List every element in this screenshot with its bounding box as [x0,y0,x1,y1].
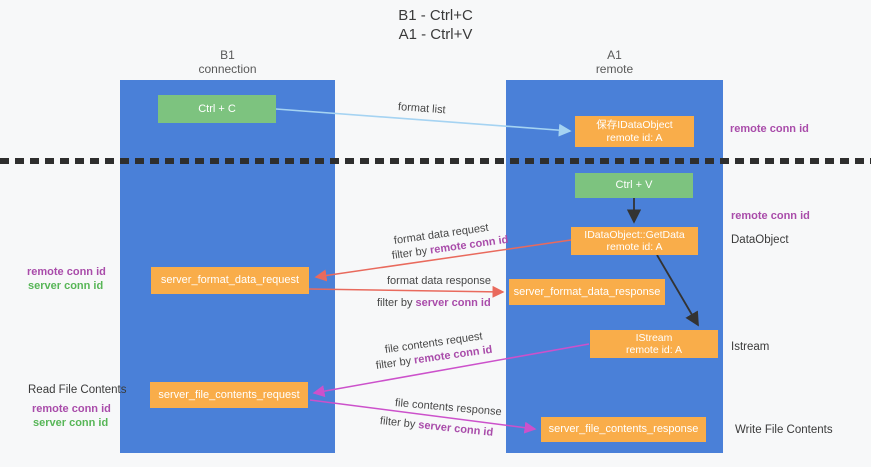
server-conn-id-label-left1: server conn id [28,280,104,292]
save-idataobject-line1: 保存IDataObject [596,119,673,131]
remote-conn-id-label-mid: remote conn id [731,210,810,222]
save-idataobject-line2: remote id: A [606,131,663,144]
remote-conn-id-label-top: remote conn id [730,123,809,135]
format-data-response-label: format data response [387,275,491,287]
server-format-data-request-label: server_format_data_request [160,274,300,286]
idataobject-getdata-box: IDataObject::GetData remote id: A [571,227,698,255]
remote-conn-id-label-left1: remote conn id [27,266,106,278]
server-file-contents-request-box: server_file_contents_request [150,382,308,408]
istream-box: IStream remote id: A [590,330,718,358]
diagram-title: B1 - Ctrl+C A1 - Ctrl+V [0,6,871,44]
column-b1-name: B1 [220,48,235,62]
filter-by-text: filter by [391,244,431,262]
write-file-contents-label: Write File Contents [735,424,833,436]
server-format-data-request-box: server_format_data_request [151,267,309,294]
read-file-contents-label: Read File Contents [28,384,127,396]
file-contents-response-label: file contents response [394,397,503,419]
filter-by-server-conn-id-label-2: filter by server conn id [379,415,493,439]
server-format-data-response-label: server_format_data_response [513,285,661,298]
istream-line2: remote id: A [625,344,683,356]
server-file-contents-request-label: server_file_contents_request [158,388,300,401]
dataobject-label: DataObject [731,234,789,246]
filter-by-text: filter by [377,297,416,309]
istream-line1: IStream [635,331,673,344]
ctrl-c-label: Ctrl + C [198,102,236,115]
arrow-format-data-response [308,285,505,298]
column-header-b1: B1 connection [120,48,335,76]
getdata-line1: IDataObject::GetData [584,228,685,241]
remote-conn-id-label-left2: remote conn id [32,403,111,415]
filter-by-text: filter by [375,354,415,372]
ctrl-v-box: Ctrl + V [575,173,693,198]
getdata-line2: remote id: A [606,241,663,253]
istream-side-label: Istream [731,341,770,353]
ctrl-c-box: Ctrl + C [158,95,276,123]
ctrl-v-label: Ctrl + V [615,179,653,191]
column-a1-role: remote [595,62,634,76]
column-a1-name: A1 [607,48,622,62]
title-line-1: B1 - Ctrl+C [398,7,473,24]
filter-by-server-conn-id-label-1: filter by server conn id [377,297,491,309]
server-format-data-response-box: server_format_data_response [509,279,665,305]
format-list-label: format list [397,101,446,117]
save-idataobject-box: 保存IDataObject remote id: A [575,116,694,147]
server-conn-id-emphasis: server conn id [417,419,494,439]
filter-by-text: filter by [379,415,419,431]
title-line-2: A1 - Ctrl+V [398,26,473,43]
column-b1-role: connection [198,62,257,76]
server-conn-id-label-left2: server conn id [33,417,109,429]
server-conn-id-emphasis: server conn id [415,297,491,309]
server-file-contents-response-label: server_file_contents_response [548,423,699,435]
server-file-contents-response-box: server_file_contents_response [541,417,706,442]
column-header-a1: A1 remote [506,48,723,76]
copy-paste-separator-line [0,158,871,164]
